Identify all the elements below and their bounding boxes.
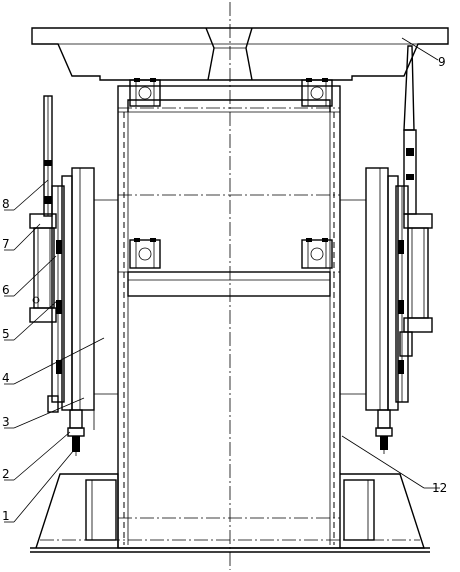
label-8: 8 <box>2 197 10 211</box>
leader-lines <box>4 37 440 523</box>
top-wheel-left <box>129 78 161 107</box>
top-wheel-right <box>301 78 333 107</box>
label-4: 4 <box>2 371 10 385</box>
label-3: 3 <box>2 415 10 429</box>
left-guide-assembly <box>29 95 118 456</box>
mid-wheel-right <box>301 238 333 269</box>
label-1: 1 <box>2 509 10 523</box>
right-guide-assembly <box>340 45 433 454</box>
label-9: 9 <box>438 55 446 69</box>
label-2: 2 <box>2 467 10 481</box>
mid-wheel-left <box>129 238 161 269</box>
base <box>30 473 430 553</box>
label-6: 6 <box>2 283 10 297</box>
label-7: 7 <box>2 237 10 251</box>
column-body <box>117 85 341 549</box>
label-12: 12 <box>432 481 447 495</box>
label-5: 5 <box>2 327 10 341</box>
top-beam <box>31 27 449 81</box>
